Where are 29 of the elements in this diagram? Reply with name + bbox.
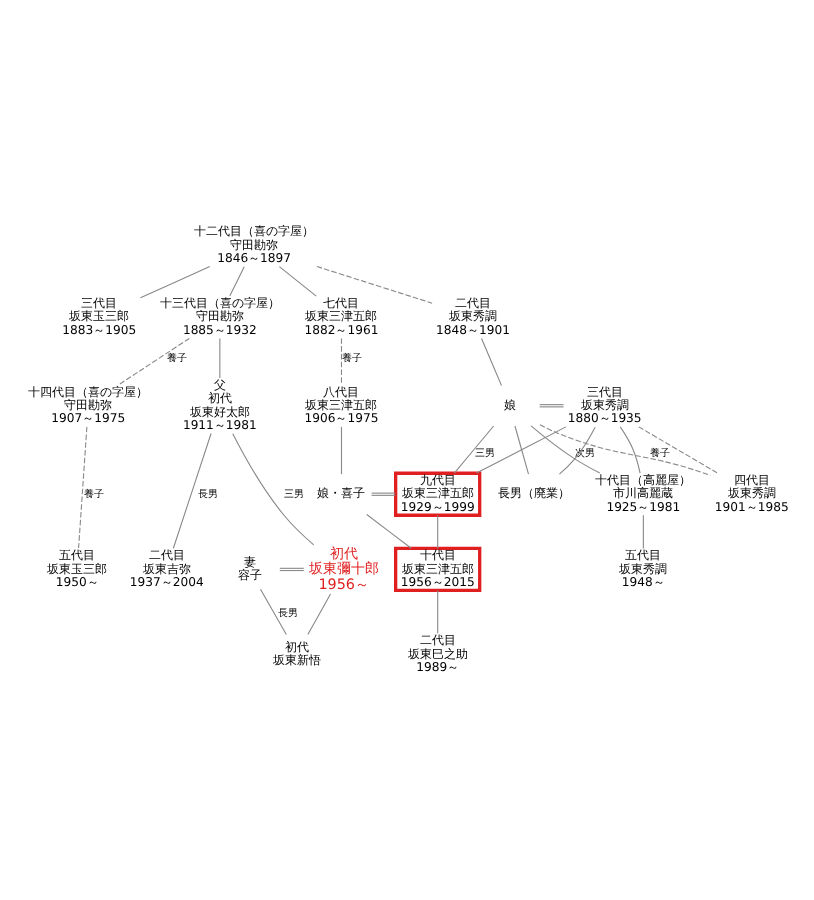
connector <box>371 492 396 496</box>
connector <box>642 514 644 549</box>
connector <box>118 337 190 386</box>
connector <box>172 433 212 549</box>
connector <box>437 514 439 549</box>
connector <box>229 266 245 297</box>
connector <box>316 265 433 304</box>
connector <box>437 590 439 634</box>
connector <box>638 426 718 474</box>
connector <box>366 513 412 549</box>
connector <box>232 433 315 546</box>
connector <box>78 426 88 549</box>
connector <box>278 266 317 297</box>
connector <box>453 425 495 474</box>
connector <box>539 424 711 476</box>
connector <box>340 426 343 475</box>
connector <box>530 425 601 474</box>
connector <box>558 426 596 475</box>
connector <box>219 337 221 379</box>
connector <box>475 426 567 474</box>
connector <box>539 404 565 408</box>
connector <box>307 593 332 636</box>
connector <box>480 337 503 387</box>
connector <box>279 567 305 572</box>
connector <box>514 425 530 475</box>
connector <box>259 588 287 635</box>
connector <box>619 426 641 474</box>
connector <box>340 337 343 386</box>
connector <box>139 265 211 299</box>
